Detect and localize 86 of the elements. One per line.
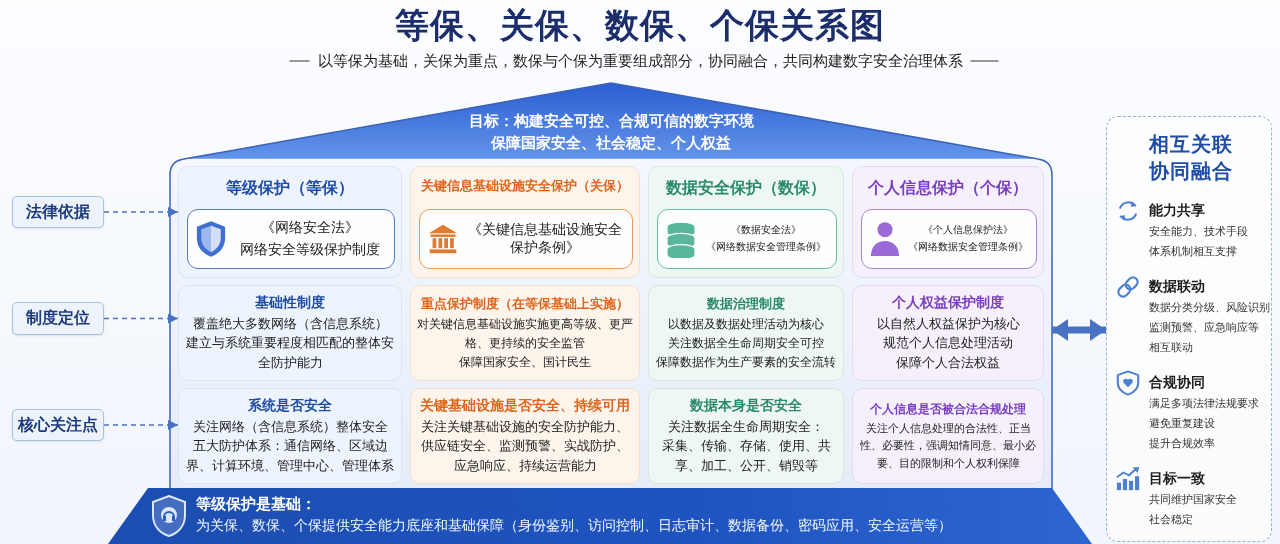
content-card	[852, 388, 1044, 484]
card-text: 关注个人信息处理的合法性、正当性、必要性，强调知情同意、最小必要、目的限制和个人权利保障	[859, 420, 1037, 471]
banner-heading: 等级保护是基础：	[196, 494, 316, 514]
card-text: 对关键信息基础设施实施更高等级、更严格、更持续的安全监管	[417, 316, 633, 353]
column-heading: 关键信息基础设施安全保护（关保）	[421, 177, 629, 195]
card-text: 规范个人信息处理活动	[883, 335, 1013, 353]
law-title: 《网络数据安全管理条例》	[907, 240, 1028, 254]
card-text: 保障国家安全、国计民生	[459, 354, 591, 372]
content-card	[648, 285, 844, 381]
goal-text: 保障国家安全、社会稳定、个人权益	[491, 133, 731, 153]
foundation-banner	[108, 488, 1092, 544]
dashed-arrow	[103, 313, 179, 324]
law-title: 《网络安全法》	[260, 218, 359, 237]
card-text: 关注数据全生命周期安全：	[668, 418, 824, 436]
subtitle: 以等保为基础，关保为重点，数保与个保为重要组成部分，协同融合，共同构建数字安全治理体系	[317, 52, 963, 71]
item-heading: 能力共享	[1149, 202, 1205, 220]
item-text: 相互联动	[1149, 340, 1193, 355]
panel-heading: 协同融合	[1149, 159, 1233, 184]
content-card	[410, 388, 640, 484]
item-text: 避免重复建设	[1149, 416, 1215, 431]
law-title: 《关键信息基础设施安全保护条例》	[466, 220, 623, 257]
row-label: 制度定位	[26, 308, 90, 328]
card-text: 覆盖绝大多数网络（含信息系统）	[192, 315, 388, 333]
card-text: 以自然人权益保护为核心	[876, 315, 1020, 333]
panel-heading: 相互关联	[1149, 132, 1233, 157]
law-box	[419, 209, 633, 269]
item-text: 提升合规效率	[1149, 436, 1215, 451]
content-card	[410, 285, 640, 381]
card-heading: 重点保护制度（在等保基础上实施）	[421, 294, 629, 313]
column-panel	[410, 166, 640, 278]
card-text: 关注关键基础设施的安全防护能力、供应链安全、监测预警、实战防护、应急响应、持续运营能力	[420, 418, 630, 475]
thick-double-arrow	[1052, 322, 1106, 338]
content-card	[178, 285, 402, 381]
law-title: 网络安全等级保护制度	[239, 241, 380, 259]
item-text: 安全能力、技术手段	[1149, 224, 1248, 239]
side-panel	[1106, 116, 1272, 542]
dashed-arrow	[103, 207, 179, 217]
item-text: 监测预警、应急响应等	[1149, 320, 1259, 335]
column-panel	[178, 166, 402, 278]
law-box	[861, 209, 1037, 269]
card-text: 保障个人合法权益	[896, 354, 1000, 372]
item-text: 社会稳定	[1149, 512, 1193, 527]
label-box	[12, 409, 104, 441]
law-title: 《个人信息保护法》	[922, 223, 1013, 238]
item-heading: 数据联动	[1149, 278, 1205, 296]
column-panel	[852, 166, 1044, 278]
column-heading: 个人信息保护（个保）	[868, 178, 1028, 198]
item-text: 满足多项法律法规要求	[1149, 396, 1259, 411]
law-title: 《数据安全法》	[730, 223, 801, 238]
content-card	[852, 285, 1044, 381]
card-text: 采集、传输、存储、使用、共享、加工、公开、销毁等	[660, 438, 832, 475]
label-box	[12, 302, 104, 335]
banner-text: 为关保、数保、个保提供安全能力底座和基础保障（身份鉴别、访问控制、日志审计、数据备份、密码应用、安全运营等）	[196, 517, 952, 535]
content-card	[178, 388, 402, 484]
row-label: 核心关注点	[18, 414, 98, 435]
content-card	[648, 388, 844, 484]
card-text: 建立与系统重要程度相匹配的整体安全防护能力	[185, 335, 395, 372]
column-heading: 等级保护（等保）	[226, 178, 354, 198]
column-heading: 数据安全保护（数保）	[666, 178, 826, 198]
title: 等保、关保、数保、个保关系图	[395, 5, 885, 46]
card-heading: 数据本身是否安全	[690, 396, 802, 415]
item-text: 数据分类分级、风险识别	[1149, 300, 1270, 315]
card-heading: 系统是否安全	[248, 396, 332, 415]
item-text: 体系机制相互支撑	[1149, 244, 1237, 259]
card-text: 五大防护体系：通信网络、区域边界、计算环境、管理中心、管理体系	[185, 438, 395, 475]
item-text: 共同维护国家安全	[1149, 492, 1237, 507]
card-heading: 个人信息是否被合法合规处理	[870, 400, 1026, 418]
house-frame	[170, 83, 1052, 490]
card-heading: 关键基础设施是否安全、持续可用	[420, 396, 630, 415]
item-heading: 合规协同	[1149, 374, 1205, 392]
dashed-arrow	[103, 420, 179, 430]
card-text: 以数据及数据处理活动为核心	[668, 316, 824, 334]
card-text: 保障数据作为生产要素的安全流转	[656, 354, 836, 372]
card-heading: 个人权益保护制度	[892, 293, 1004, 312]
column-panel	[648, 166, 844, 278]
item-heading: 目标一致	[1149, 470, 1205, 488]
law-title: 《网络数据安全管理条例》	[705, 240, 826, 254]
card-heading: 数据治理制度	[707, 294, 785, 313]
goal-text: 目标：构建安全可控、合规可信的数字环境	[468, 111, 754, 131]
row-label: 法律依据	[26, 201, 90, 222]
card-text: 关注数据全生命周期安全可控	[668, 335, 824, 353]
law-box	[187, 209, 395, 269]
label-box	[12, 196, 104, 228]
law-box	[657, 209, 837, 269]
card-text: 关注网络（含信息系统）整体安全	[192, 418, 388, 436]
card-heading: 基础性制度	[255, 293, 325, 312]
